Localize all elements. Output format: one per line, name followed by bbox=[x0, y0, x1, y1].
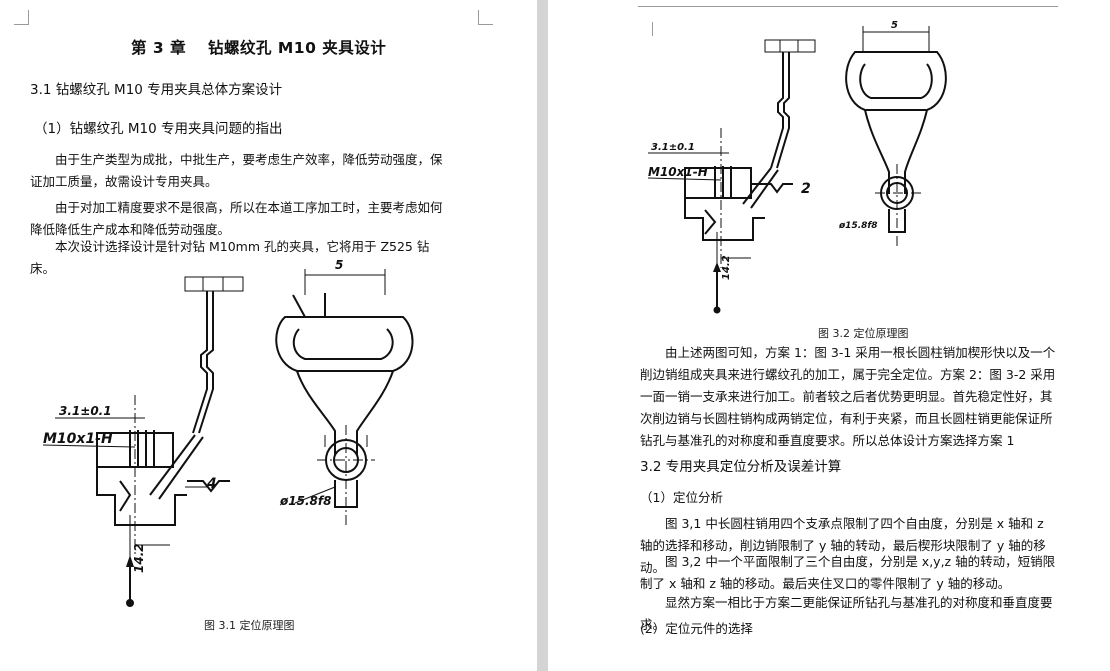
arrow-icon bbox=[713, 262, 721, 272]
subsection-title: （1）定位分析 bbox=[640, 490, 723, 505]
dim-label-14-2: 14.2 bbox=[132, 543, 146, 573]
support-point-icon bbox=[126, 599, 134, 607]
dim-label-5: 5 bbox=[891, 20, 898, 31]
crop-mark-top-right bbox=[478, 10, 493, 25]
dim-label-14-2: 14.2 bbox=[721, 255, 732, 280]
support-point-icon bbox=[713, 306, 721, 314]
paragraph: 由于生产类型为成批，中批生产，要考虑生产效率，降低劳动强度，保证加工质量，故需设… bbox=[30, 152, 443, 189]
thread-label: M10x1-H bbox=[648, 165, 708, 179]
dim-label-diameter: ø15.8f8 bbox=[838, 221, 878, 231]
chapter-title: 第 3 章 钻螺纹孔 M10 夹具设计 bbox=[131, 39, 387, 57]
arrow-icon bbox=[126, 555, 134, 567]
subsection-title: （1）钻螺纹孔 M10 专用夹具问题的指出 bbox=[34, 121, 283, 137]
paragraph: 图 3,2 中一个平面限制了三个自由度，分别是 x,y,z 轴的转动，短销限制了… bbox=[640, 554, 1056, 591]
paragraph: 显然方案一相比于方案二更能保证所钻孔与基准孔的对称度和垂直度要求。 bbox=[640, 595, 1053, 632]
figure-3-1-drawing: 3.1±0.1 M10x1-H 4 14.2 5 ø15.8f8 bbox=[42, 258, 414, 607]
crop-mark-left bbox=[638, 22, 653, 36]
figure-3-2-drawing: 3.1±0.1 M10x1-H 2 14.2 5 ø15.8f8 bbox=[647, 20, 947, 314]
dim-label-3-1: 3.1±0.1 bbox=[59, 404, 112, 418]
label-4: 4 bbox=[206, 476, 217, 492]
paragraph: 本次设计选择设计是针对钻 M10mm 孔的夹具，它将用于 Z525 钻床。 bbox=[30, 239, 430, 276]
figure-caption: 图 3.1 定位原理图 bbox=[204, 619, 295, 632]
thread-label: M10x1-H bbox=[43, 431, 113, 447]
label-2: 2 bbox=[801, 181, 811, 197]
dim-label-5: 5 bbox=[335, 258, 343, 272]
dim-label-3-1: 3.1±0.1 bbox=[651, 142, 695, 153]
paragraph: 图 3,1 中长圆柱销用四个支承点限制了四个自由度，分别是 x 轴和 z 轴的选… bbox=[640, 516, 1046, 575]
left-page: 第 3 章 钻螺纹孔 M10 夹具设计 3.1 钻螺纹孔 M10 专用夹具总体方… bbox=[0, 0, 537, 671]
paragraph: 由于对加工精度要求不是很高，所以在本道工序加工时，主要考虑如何降低降低生产成本和… bbox=[30, 200, 443, 237]
dim-label-diameter: ø15.8f8 bbox=[279, 494, 331, 508]
datum-frame bbox=[764, 39, 816, 53]
crop-mark-top-left bbox=[14, 10, 29, 25]
paragraph: 由上述两图可知，方案 1：图 3-1 采用一根长圆柱销加楔形快以及一个削边销组成… bbox=[640, 345, 1056, 448]
section-title: 3.1 钻螺纹孔 M10 专用夹具总体方案设计 bbox=[30, 82, 283, 98]
section-title: 3.2 专用夹具定位分析及误差计算 bbox=[640, 459, 842, 475]
figure-caption: 图 3.2 定位原理图 bbox=[818, 327, 909, 340]
page-header-rule bbox=[638, 6, 1058, 21]
subsection-title: (2）定位元件的选择 bbox=[640, 621, 753, 636]
right-page: 3.1±0.1 M10x1-H 2 14.2 5 ø15.8f8 图 3.2 定… bbox=[548, 0, 1110, 671]
datum-frame bbox=[184, 276, 244, 292]
